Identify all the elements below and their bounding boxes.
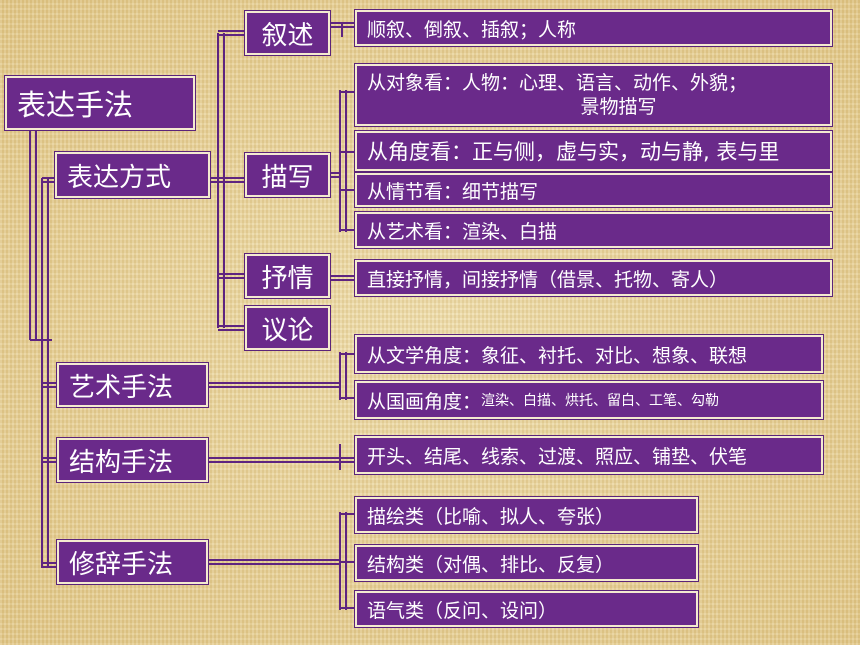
category-rhetoric: 修辞手法	[56, 539, 209, 585]
category-expression: 表达方式	[54, 151, 211, 199]
detail-structure: 开头、结尾、线索、过渡、照应、铺垫、伏笔	[354, 435, 824, 475]
detail-rhetoric-structure-text: 结构类（对偶、排比、反复）	[367, 553, 615, 576]
detail-art-painting: 从国画角度： 渲染、白描、烘托、留白、工笔、勾勒	[354, 380, 824, 420]
mode-narration-label: 叙述	[261, 20, 314, 51]
category-expression-label: 表达方式	[67, 162, 172, 193]
category-art-label: 艺术手法	[69, 372, 174, 403]
mode-description-label: 描写	[261, 162, 314, 193]
category-structure: 结构手法	[56, 437, 209, 483]
detail-rhetoric-structure: 结构类（对偶、排比、反复）	[354, 544, 699, 582]
detail-lyric: 直接抒情，间接抒情（借景、托物、寄人）	[354, 259, 833, 297]
mode-argument: 议论	[244, 305, 331, 351]
detail-narration: 顺叙、倒叙、插叙；人称	[354, 9, 833, 47]
category-structure-label: 结构手法	[69, 447, 174, 478]
detail-rhetoric-tone: 语气类（反问、设问）	[354, 590, 699, 628]
root-label: 表达手法	[17, 88, 134, 122]
root-node: 表达手法	[4, 75, 196, 131]
mode-lyric: 抒情	[244, 253, 331, 299]
detail-desc-plot: 从情节看：细节描写	[354, 172, 833, 208]
detail-desc-object-line2: 景物描写	[580, 96, 657, 118]
detail-desc-angle: 从角度看：正与侧，虚与实，动与静, 表与里	[354, 130, 833, 172]
detail-art-literary: 从文学角度：象征、衬托、对比、想象、联想	[354, 334, 824, 374]
detail-rhetoric-depict: 描绘类（比喻、拟人、夸张）	[354, 496, 699, 534]
detail-structure-text: 开头、结尾、线索、过渡、照应、铺垫、伏笔	[367, 445, 748, 468]
category-art: 艺术手法	[56, 362, 209, 408]
detail-art-painting-items: 渲染、白描、烘托、留白、工笔、勾勒	[481, 393, 720, 409]
detail-desc-art: 从艺术看：渲染、白描	[354, 211, 833, 249]
detail-desc-art-text: 从艺术看：渲染、白描	[367, 220, 558, 243]
detail-lyric-text: 直接抒情，间接抒情（借景、托物、寄人）	[367, 268, 729, 291]
detail-rhetoric-tone-text: 语气类（反问、设问）	[367, 599, 558, 622]
detail-desc-object: 从对象看：人物：心理、语言、动作、外貌； 景物描写	[354, 63, 833, 127]
detail-art-painting-prefix: 从国画角度：	[367, 390, 482, 413]
mode-lyric-label: 抒情	[261, 263, 314, 294]
detail-rhetoric-depict-text: 描绘类（比喻、拟人、夸张）	[367, 505, 615, 528]
mode-narration: 叙述	[244, 10, 331, 56]
category-rhetoric-label: 修辞手法	[69, 549, 174, 580]
mode-argument-label: 议论	[261, 315, 314, 346]
detail-desc-object-line1: 从对象看：人物：心理、语言、动作、外貌；	[367, 72, 748, 94]
detail-art-literary-text: 从文学角度：象征、衬托、对比、想象、联想	[367, 344, 748, 367]
detail-desc-angle-text: 从角度看：正与侧，虚与实，动与静, 表与里	[367, 140, 780, 164]
detail-narration-text: 顺叙、倒叙、插叙；人称	[367, 18, 577, 41]
mode-description: 描写	[244, 152, 331, 198]
detail-desc-plot-text: 从情节看：细节描写	[367, 180, 539, 203]
